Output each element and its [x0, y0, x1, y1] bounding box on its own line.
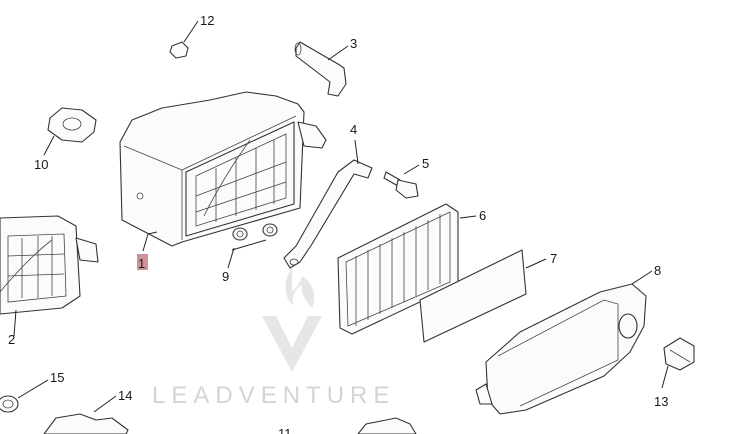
- part-4-drawing: [283, 159, 373, 269]
- callout-1-highlight: [137, 254, 148, 270]
- part-14-drawing: [43, 413, 129, 434]
- callout-5[interactable]: 5: [422, 156, 429, 171]
- part-8-drawing: [475, 283, 647, 415]
- part-15-drawing: [0, 395, 19, 413]
- part-12-drawing: [169, 41, 189, 59]
- callout-4[interactable]: 4: [350, 122, 357, 137]
- callout-10[interactable]: 10: [34, 157, 48, 172]
- part-1-drawing: [119, 91, 327, 247]
- part-2-drawing: [0, 215, 99, 315]
- part-7-drawing: [419, 249, 527, 343]
- leader-lines: [13, 20, 669, 413]
- callout-13[interactable]: 13: [654, 394, 668, 409]
- part-11-drawing: [357, 417, 417, 434]
- part-13-drawing: [663, 337, 695, 371]
- part-9-drawing: [232, 223, 278, 241]
- callout-6[interactable]: 6: [479, 208, 486, 223]
- part-5-drawing: [383, 171, 419, 199]
- callout-15[interactable]: 15: [50, 370, 64, 385]
- callout-2[interactable]: 2: [8, 332, 15, 347]
- callout-7[interactable]: 7: [550, 251, 557, 266]
- callout-8[interactable]: 8: [654, 263, 661, 278]
- part-10-drawing: [47, 107, 97, 143]
- part-3-drawing: [294, 41, 347, 97]
- callout-1[interactable]: 1: [138, 256, 145, 271]
- callout-9[interactable]: 9: [222, 269, 229, 284]
- watermark-text: LEADVENTURE: [152, 382, 395, 409]
- callout-3[interactable]: 3: [350, 36, 357, 51]
- callout-14[interactable]: 14: [118, 388, 132, 403]
- callout-labels: 1 2 3 4 5 6 7 8 9 10 11 12 13 14 15: [8, 13, 668, 434]
- callout-12[interactable]: 12: [200, 13, 214, 28]
- part-6-drawing: [337, 203, 459, 335]
- watermark-logo: LEADVENTURE: [152, 268, 395, 409]
- callout-11[interactable]: 11: [278, 426, 292, 434]
